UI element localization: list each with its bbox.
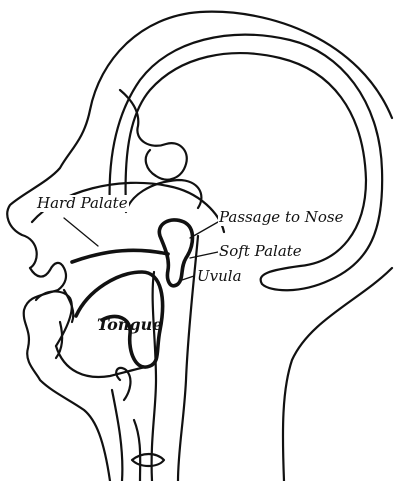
uvula-leader	[182, 276, 194, 280]
hard-palate-leader	[64, 218, 98, 246]
cartilage-shape	[132, 454, 164, 466]
lower-lip-outline	[36, 291, 72, 346]
soft-palate-label: Soft Palate	[218, 243, 303, 260]
tongue-label: Tongue	[96, 316, 163, 333]
trachea-outline	[134, 420, 140, 481]
passage-to-nose-label: Passage to Nose	[218, 209, 345, 226]
soft-palate-leader	[190, 252, 218, 258]
uvula-label: Uvula	[196, 268, 243, 285]
passage-to-nose-leader	[190, 222, 218, 238]
neck-back-outline	[283, 268, 392, 481]
head-outer-outline	[7, 12, 392, 481]
pharynx-front-wall	[152, 272, 156, 481]
hard-palate-line	[72, 250, 168, 262]
larynx-outline	[112, 390, 122, 481]
hard-palate-label: Hard Palate	[36, 195, 129, 212]
